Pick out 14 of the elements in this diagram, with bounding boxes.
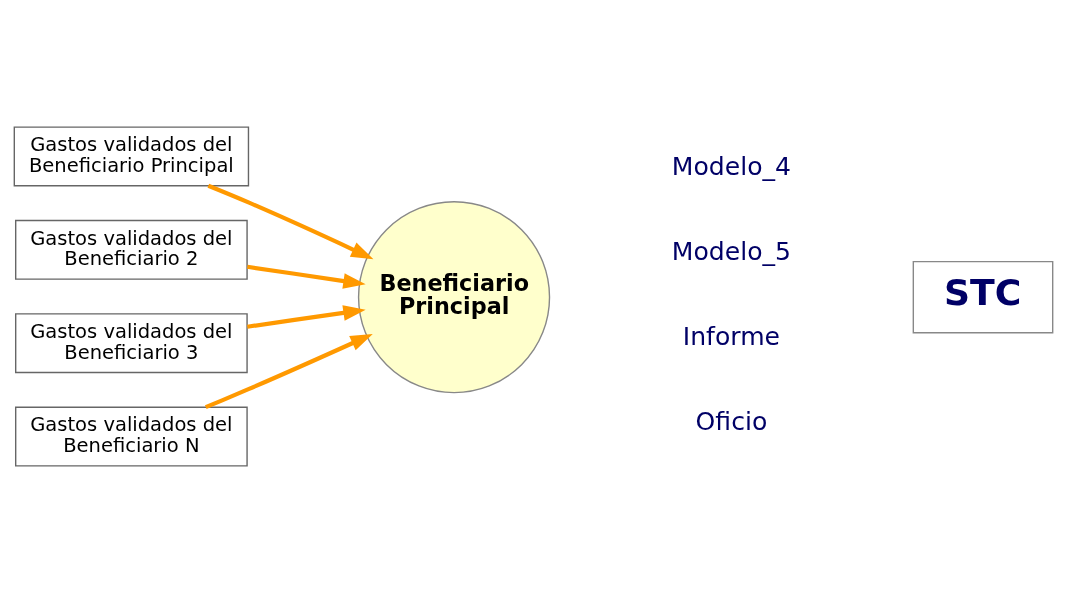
arrow — [247, 264, 366, 289]
label: Informe — [682, 321, 781, 351]
node-box: STC — [912, 260, 1054, 333]
node-box: Gastos validados del Beneficiario N — [15, 406, 248, 467]
node-circle: Beneficiario Principal — [357, 200, 551, 393]
node-box: Gastos validados del Beneficiario 3 — [15, 312, 248, 373]
arrow — [204, 333, 373, 409]
label: Modelo_5 — [671, 236, 791, 266]
label: Oficio — [695, 406, 768, 436]
arrow — [207, 183, 374, 259]
arrow — [247, 304, 366, 329]
node-box: Gastos validados del Beneficiario 2 — [15, 219, 248, 280]
node-box: Gastos validados del Beneficiario Principal — [13, 125, 250, 186]
label: Modelo_4 — [671, 151, 791, 181]
